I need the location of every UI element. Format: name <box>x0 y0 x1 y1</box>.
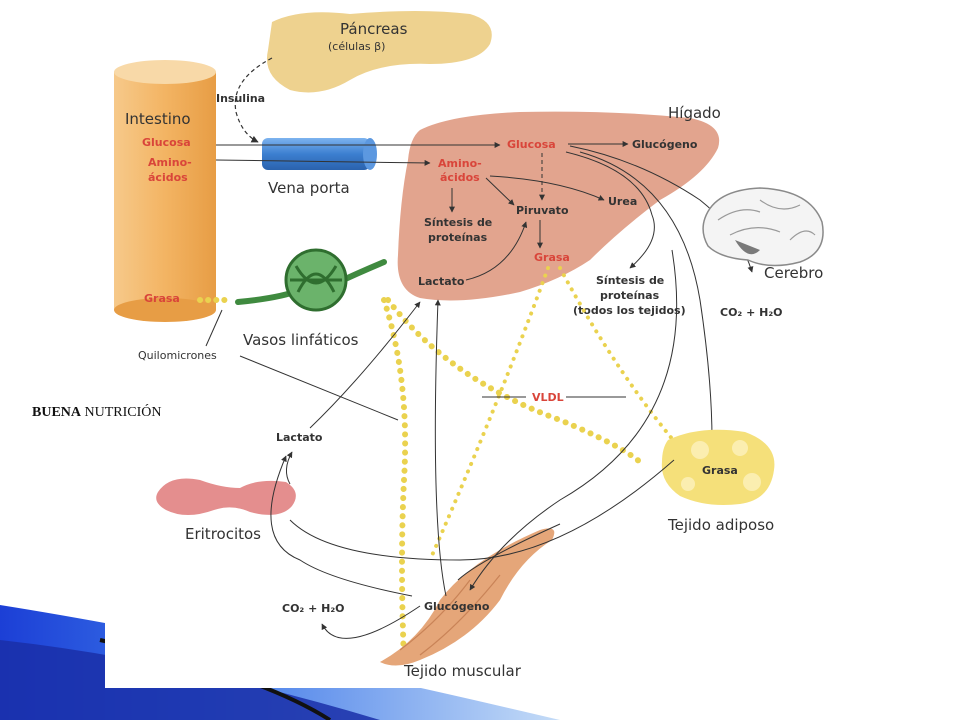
higado-amino-2: ácidos <box>440 171 480 184</box>
liver: Hígado <box>397 104 721 301</box>
higado-sintesis-2: proteínas <box>428 231 488 244</box>
higado-glucosa: Glucosa <box>507 138 556 151</box>
muscular-co2: CO₂ + H₂O <box>282 602 345 615</box>
sintesis-all-3: (todos los tejidos) <box>573 304 686 317</box>
pancreas-title: Páncreas <box>340 20 408 38</box>
insulina-arrow <box>234 57 273 143</box>
quilomicrones-pointer-2 <box>239 355 399 421</box>
higado-piruvato: Piruvato <box>516 204 569 217</box>
muscular-glucogeno: Glucógeno <box>424 600 490 613</box>
eritrocitos-label: Eritrocitos <box>185 525 261 543</box>
intestino-amino-2: ácidos <box>148 171 188 184</box>
lymph-vessels-icon: Vasos linfáticos <box>235 248 387 349</box>
amino-flow-arrow <box>215 159 431 166</box>
intestino-title: Intestino <box>125 110 191 128</box>
quilomicrones-label: Quilomicrones <box>138 349 217 362</box>
intestino-amino-1: Amino- <box>148 156 192 169</box>
higado-grasa: Grasa <box>534 251 570 264</box>
cerebro-title: Cerebro <box>764 264 823 282</box>
quilomicrones-pointer-1 <box>205 309 223 347</box>
higado-lactato: Lactato <box>418 275 465 288</box>
fat-transport-dots <box>197 266 692 663</box>
slide-caption: BUENA NUTRICIÓN <box>32 405 162 421</box>
higado-glucogeno: Glucógeno <box>632 138 698 151</box>
sintesis-all-1: Síntesis de <box>596 274 664 287</box>
lactato-to-liver-arrow <box>309 301 421 429</box>
insulina-label: Insulina <box>216 92 265 105</box>
higado-sintesis-1: Síntesis de <box>424 216 492 229</box>
erythrocytes-icon <box>156 478 296 515</box>
brain-icon: Cerebro <box>702 187 824 282</box>
circulation-arrows <box>270 249 678 639</box>
liver-arrows <box>449 145 754 441</box>
cerebro-co2: CO₂ + H₂O <box>720 306 783 319</box>
sintesis-all-2: proteínas <box>600 289 660 302</box>
pancreas: Páncreas (células β) <box>266 11 492 93</box>
intestino-grasa: Grasa <box>144 292 180 305</box>
adiposo-title: Tejido adiposo <box>667 516 774 534</box>
pancreas-subtitle: (células β) <box>328 40 385 53</box>
muscle-tissue-icon <box>380 528 555 666</box>
higado-urea: Urea <box>608 195 637 208</box>
vena-porta-label: Vena porta <box>268 179 350 197</box>
adiposo-grasa: Grasa <box>702 464 738 477</box>
slide-caption-rest: NUTRICIÓN <box>81 405 162 420</box>
muscular-title: Tejido muscular <box>403 662 522 680</box>
intestino-glucosa: Glucosa <box>142 136 191 149</box>
lactato-label: Lactato <box>276 431 323 444</box>
higado-amino-1: Amino- <box>438 157 482 170</box>
adipose-tissue-icon: Grasa <box>661 429 775 505</box>
vldl-label: VLDL <box>532 391 564 404</box>
eritrocitos-arrow <box>286 451 293 485</box>
higado-title: Hígado <box>668 104 721 122</box>
vasos-label: Vasos linfáticos <box>243 331 359 349</box>
slide-caption-bold: BUENA <box>32 405 82 420</box>
intestine: Intestino Glucosa Amino- ácidos Grasa <box>114 60 216 322</box>
